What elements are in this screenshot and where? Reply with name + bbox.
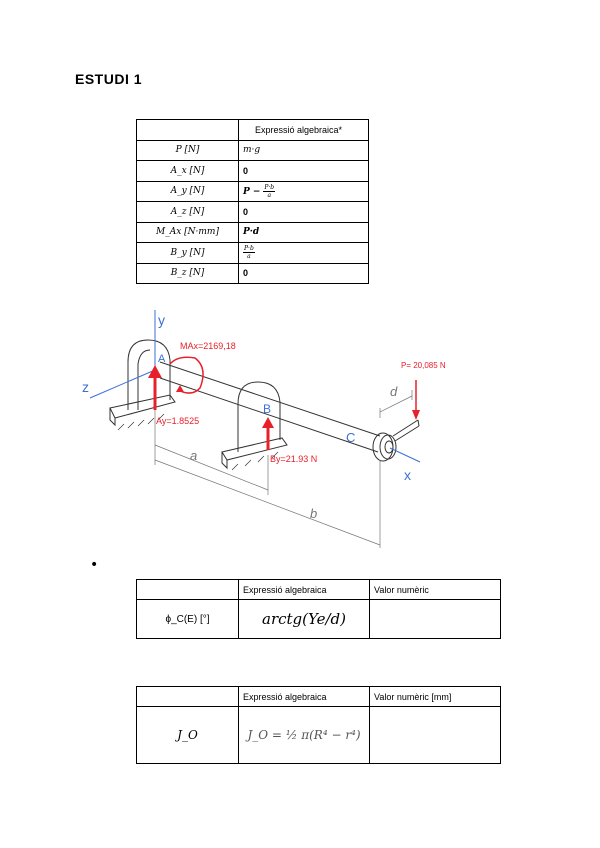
x-axis bbox=[389, 447, 421, 463]
dimension-lines bbox=[154, 390, 413, 548]
dim-d-label: d bbox=[390, 384, 398, 399]
dim-a-label: a bbox=[190, 448, 197, 463]
shaft-top bbox=[159, 361, 381, 437]
table-header-row: Expressió algebraica Valor numèric bbox=[136, 579, 501, 600]
row-expression: arctg(Ye/d) bbox=[238, 599, 370, 639]
x-axis-label: x bbox=[404, 467, 411, 483]
header-cell bbox=[136, 686, 239, 707]
point-b-label: B bbox=[263, 402, 271, 416]
header-cell bbox=[136, 579, 239, 600]
expr-main: P − bbox=[243, 186, 261, 197]
row-expression: 0 bbox=[238, 262, 369, 284]
dim-line-b bbox=[154, 459, 381, 546]
dim-line-d bbox=[379, 395, 413, 413]
y-axis-label: y bbox=[158, 312, 165, 328]
table-row: B_z [N] 0 bbox=[136, 262, 369, 284]
by-label: By=21.93 N bbox=[270, 454, 317, 464]
section-title: ESTUDI 1 bbox=[75, 71, 143, 87]
numerator: P·b bbox=[263, 183, 276, 192]
moment-arrow bbox=[169, 356, 204, 394]
shaft-end bbox=[392, 419, 420, 442]
table-header-row: Expressió algebraica Valor numèric [mm] bbox=[136, 686, 501, 707]
table-row: ϕ_C(E) [°] arctg(Ye/d) bbox=[136, 599, 501, 639]
dim-line-a bbox=[154, 444, 269, 491]
shaft-drawing bbox=[109, 339, 420, 548]
denominator: a bbox=[267, 191, 272, 199]
row-label: ϕ_C(E) [°] bbox=[136, 599, 239, 639]
angle-table: Expressió algebraica Valor numèric ϕ_C(E… bbox=[136, 579, 501, 639]
forces bbox=[148, 356, 420, 450]
point-c-label: C bbox=[346, 430, 355, 445]
header-cell: Expressió algebraica bbox=[238, 579, 370, 600]
row-expression: J_O = ½ π(R⁴ − r⁴) bbox=[238, 706, 370, 764]
bracket-b bbox=[237, 381, 281, 452]
table-row: J_O J_O = ½ π(R⁴ − r⁴) bbox=[136, 706, 501, 764]
ay-label: Ay=1.8525 bbox=[156, 416, 199, 426]
bracket-a bbox=[127, 339, 171, 410]
inertia-table: Expressió algebraica Valor numèric [mm] … bbox=[136, 686, 501, 764]
bracket-a-base bbox=[109, 394, 176, 419]
dim-b-label: b bbox=[310, 506, 317, 521]
numerator: P·b bbox=[243, 245, 255, 254]
z-axis-label: z bbox=[82, 379, 89, 395]
row-value bbox=[369, 599, 501, 639]
moment-label: MAx=2169,18 bbox=[180, 341, 236, 351]
row-label: J_O bbox=[136, 706, 239, 764]
header-cell: Expressió algebraica bbox=[238, 686, 370, 707]
bracket-b-base bbox=[221, 437, 288, 461]
point-a-label: A bbox=[158, 353, 166, 365]
header-cell: Valor numèric [mm] bbox=[369, 686, 501, 707]
reactions-table: Expressió algebraica* P [N] m·g A_x [N] … bbox=[136, 119, 369, 284]
table-row: P [N] m·g bbox=[136, 139, 369, 161]
table-row: A_z [N] 0 bbox=[136, 201, 369, 223]
denominator: a bbox=[247, 253, 251, 261]
row-value bbox=[369, 706, 501, 764]
table-row: A_x [N] 0 bbox=[136, 160, 369, 182]
z-axis bbox=[89, 369, 156, 399]
header-cell: Valor numèric bbox=[369, 579, 501, 600]
bullet-point: • bbox=[90, 557, 99, 573]
axes bbox=[89, 310, 421, 463]
p-label: P= 20,085 N bbox=[401, 361, 446, 370]
row-label: B_z [N] bbox=[136, 262, 239, 284]
